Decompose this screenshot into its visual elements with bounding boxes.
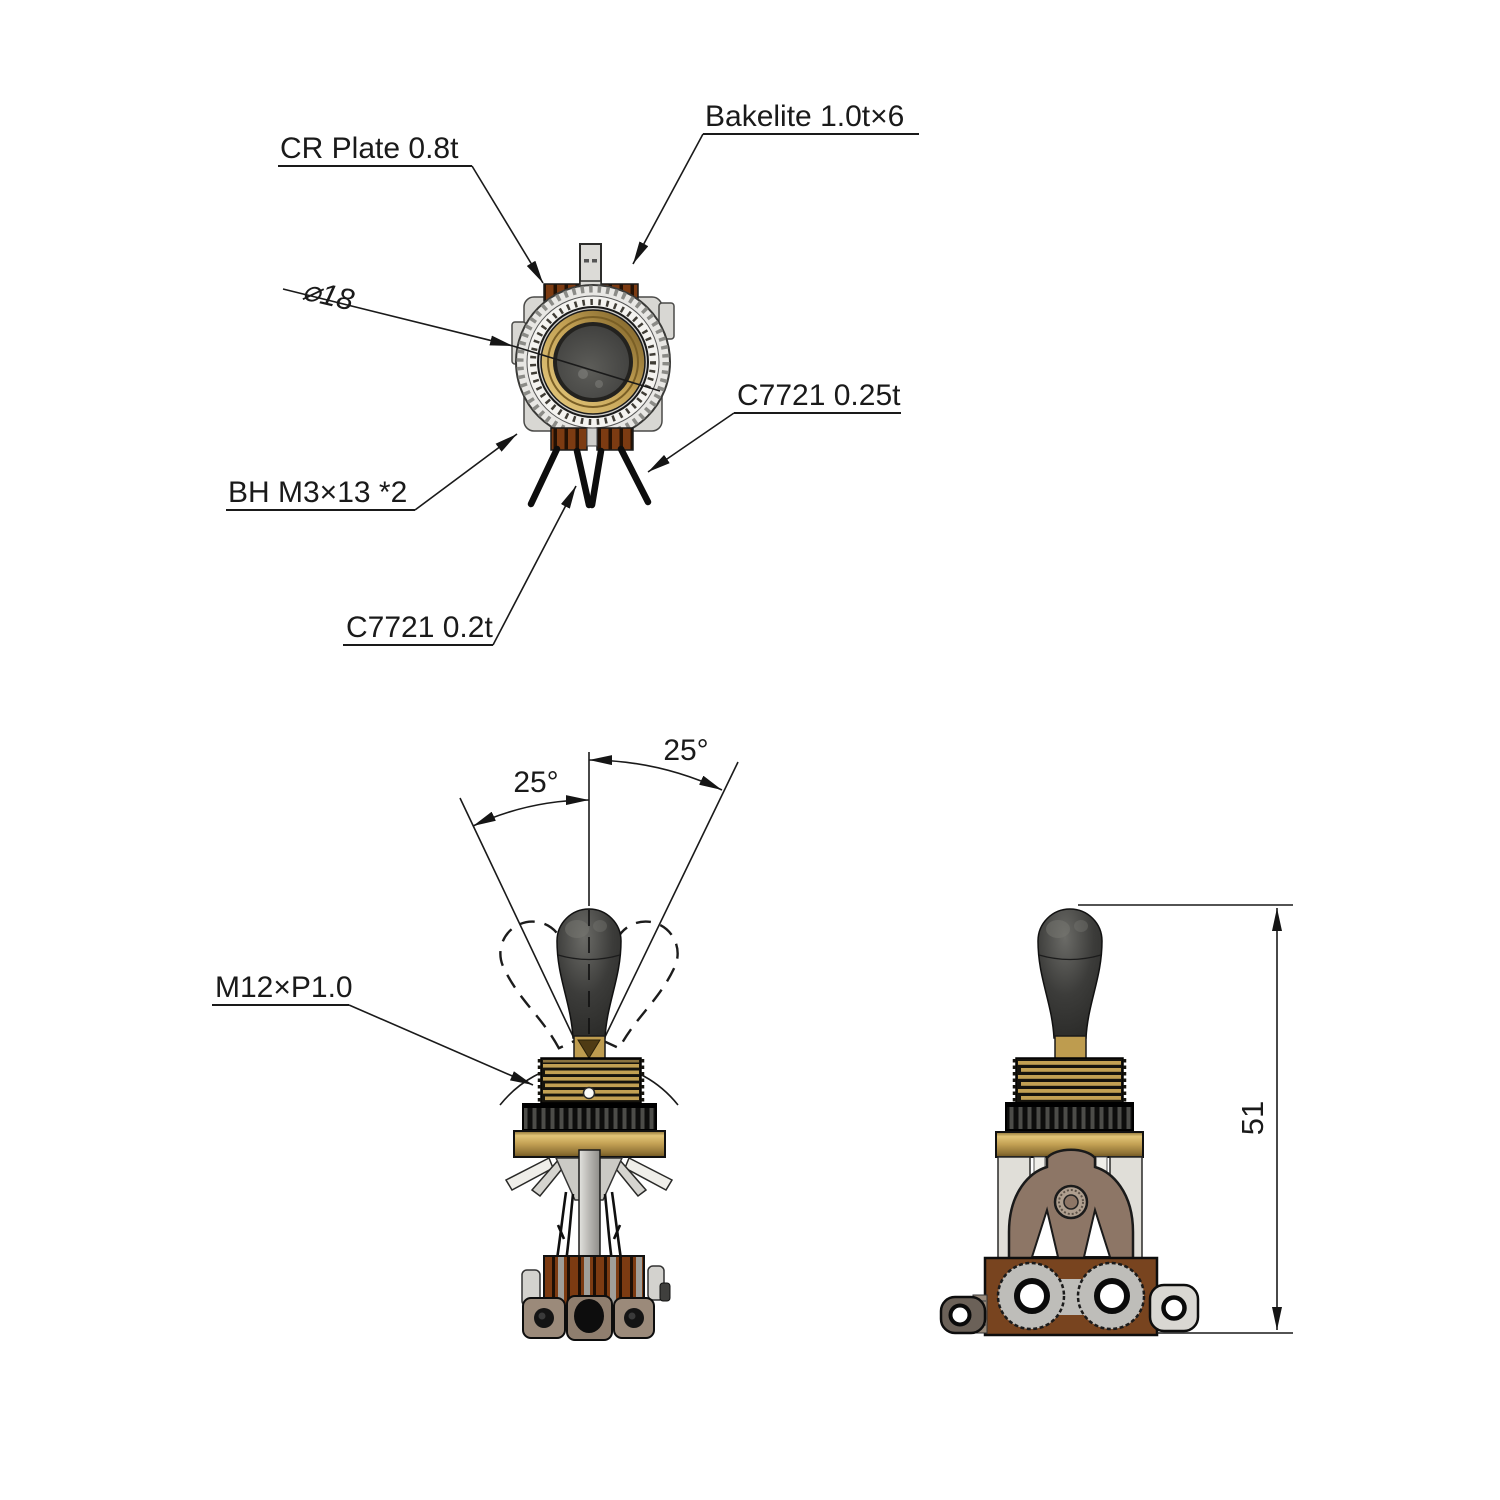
top-view-bakelite-bottom-right — [596, 427, 634, 451]
callout-c7721-025: C7721 0.25t — [647, 379, 901, 473]
angle-annotation: 25° 25° — [459, 734, 739, 1071]
label-c7721-02: C7721 0.2t — [346, 611, 493, 644]
label-angle-right: 25° — [663, 734, 708, 767]
callout-thread: M12×P1.0 — [212, 971, 534, 1086]
top-view-knob-ball — [557, 326, 629, 398]
front-mounting-lugs — [522, 1295, 655, 1341]
callout-cr-plate: CR Plate 0.8t — [278, 132, 544, 284]
side-rocker — [1007, 1148, 1135, 1261]
front-knurled-nut — [522, 1103, 657, 1131]
front-threaded-bushing — [537, 1057, 645, 1104]
top-view-terminals — [527, 445, 652, 509]
side-stem — [1054, 1035, 1087, 1060]
callout-bh-screw: BH M3×13 *2 — [226, 433, 518, 511]
side-view: 51 — [939, 904, 1293, 1337]
callout-bakelite: Bakelite 1.0t×6 — [632, 100, 919, 265]
top-view — [511, 243, 675, 509]
dimension-51: 51 — [1078, 904, 1293, 1334]
label-angle-left: 25° — [513, 766, 558, 799]
callouts-top-view: CR Plate 0.8t Bakelite 1.0t×6 ⌀18 C7721 … — [226, 100, 919, 646]
front-view: 25° 25° — [212, 734, 739, 1341]
callout-c7721-02: C7721 0.2t — [343, 485, 577, 646]
side-mounting-tabs — [939, 1283, 1200, 1335]
label-thread: M12×P1.0 — [215, 971, 353, 1004]
label-cr-plate: CR Plate 0.8t — [280, 132, 459, 165]
side-threaded-bushing — [1012, 1057, 1127, 1104]
side-knurled-nut — [1005, 1102, 1134, 1131]
label-bh-screw: BH M3×13 *2 — [228, 476, 407, 509]
label-bakelite: Bakelite 1.0t×6 — [705, 100, 904, 133]
label-height-dim: 51 — [1235, 1101, 1270, 1135]
label-c7721-025: C7721 0.25t — [737, 379, 901, 412]
side-figure8-plate — [996, 1261, 1146, 1331]
